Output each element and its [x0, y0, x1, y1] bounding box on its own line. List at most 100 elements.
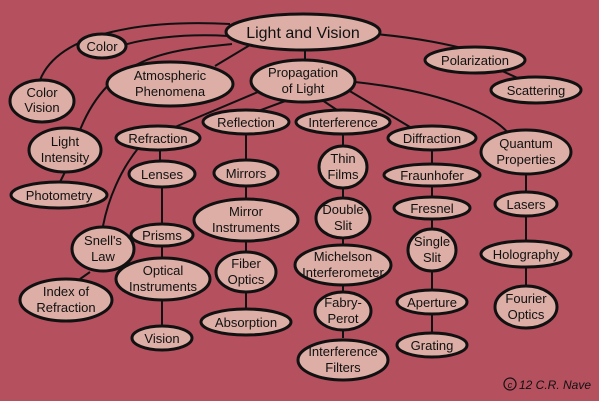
node-interference-shape: [294, 108, 392, 136]
node-michelson-interferometer: Michelson Interferometer: [293, 243, 393, 287]
node-fourier-optics: Fourier Optics: [493, 284, 559, 330]
node-fiber-optics-label-1: Fiber: [231, 256, 261, 271]
node-prisms-shape: [129, 222, 195, 248]
node-atmospheric-phenomena-label-2: Phenomena: [135, 84, 206, 99]
edge-light-intensity-photometry: [59, 171, 66, 183]
node-color-vision-shape: [8, 78, 76, 124]
node-fiber-optics-shape: [214, 250, 278, 294]
node-mirrors-label: Mirrors: [226, 166, 267, 181]
node-snells-law: Snell's Law: [70, 225, 136, 273]
node-mirrors-shape: [212, 158, 280, 188]
node-lasers-shape: [493, 190, 559, 218]
edges: [39, 22, 527, 338]
node-mirror-instruments: Mirror Instruments: [192, 197, 300, 243]
node-vision-shape: [130, 324, 194, 352]
node-propagation-of-light-shape: [249, 58, 357, 104]
node-lenses: Lenses: [127, 159, 197, 189]
node-atmospheric-phenomena-label-1: Atmospheric: [134, 68, 207, 83]
node-absorption-shape: [199, 307, 293, 337]
node-propagation-of-light-label-1: Propagation: [268, 65, 338, 80]
node-color-shape: [76, 32, 128, 60]
node-thin-films-shape: [317, 144, 369, 190]
node-interference-filters-shape: [296, 338, 390, 382]
node-interference-filters-label-1: Interference: [308, 344, 377, 359]
node-mirrors: Mirrors: [212, 158, 280, 188]
node-fresnel: Fresnel: [392, 195, 472, 221]
node-aperture-label: Aperture: [407, 295, 457, 310]
node-color-vision-label-2: Vision: [24, 100, 59, 115]
node-quantum-properties-label-2: Properties: [496, 152, 556, 167]
edge-propagation-quantum: [354, 81, 511, 136]
node-single-slit-label-1: Single: [414, 234, 450, 249]
node-optical-instruments-label-2: Instruments: [129, 279, 197, 294]
node-polarization: Polarization: [423, 45, 527, 75]
node-index-of-refraction-label-2: Refraction: [36, 300, 95, 315]
node-grating: Grating: [395, 331, 469, 359]
node-quantum-properties: Quantum Properties: [479, 128, 573, 176]
node-single-slit-shape: [406, 227, 458, 273]
node-light-intensity-label-2: Intensity: [41, 150, 90, 165]
node-index-of-refraction: Index of Refraction: [18, 277, 114, 323]
node-index-of-refraction-label-1: Index of: [43, 284, 90, 299]
node-fourier-optics-shape: [493, 284, 559, 330]
copyright-icon: [503, 377, 517, 391]
node-lenses-label: Lenses: [141, 167, 183, 182]
copyright-icon-letter: c: [508, 380, 513, 390]
edge-lv-color-vision: [39, 22, 231, 81]
node-mirror-instruments-label-1: Mirror: [229, 204, 264, 219]
node-light-and-vision-label: Light and Vision: [246, 25, 360, 42]
edge-lv-light-intensity: [79, 43, 233, 131]
copyright-notice: c 12 C.R. Nave: [503, 377, 591, 392]
node-lasers-label: Lasers: [506, 197, 546, 212]
node-interference: Interference: [294, 108, 392, 136]
node-color-vision-label-1: Color: [26, 85, 58, 100]
node-fabry-perot-shape: [313, 290, 373, 332]
node-fiber-optics-label-2: Optics: [228, 272, 265, 287]
node-snells-law-label-2: Law: [91, 249, 115, 264]
node-light-intensity-shape: [27, 126, 103, 174]
node-aperture: Aperture: [395, 288, 469, 316]
node-refraction: Refraction: [114, 124, 202, 152]
node-single-slit-label-2: Slit: [423, 250, 441, 265]
node-vision: Vision: [130, 324, 194, 352]
edge-propagation-diffraction: [347, 89, 411, 128]
node-light-and-vision-shape: [224, 12, 382, 52]
node-scattering-label: Scattering: [507, 83, 566, 98]
node-thin-films-label-2: Films: [327, 167, 359, 182]
node-quantum-properties-shape: [479, 128, 573, 176]
node-diffraction-label: Diffraction: [403, 131, 461, 146]
node-scattering-shape: [489, 75, 583, 105]
node-scattering: Scattering: [489, 75, 583, 105]
node-diffraction-shape: [386, 124, 478, 152]
node-quantum-properties-label-1: Quantum: [499, 136, 552, 151]
node-fabry-perot: Fabry- Perot: [313, 290, 373, 332]
node-propagation-of-light-label-2: of Light: [282, 81, 325, 96]
node-prisms-label: Prisms: [142, 228, 182, 243]
node-fraunhofer-label: Fraunhofer: [400, 168, 464, 183]
node-polarization-label: Polarization: [441, 53, 509, 68]
node-mirror-instruments-shape: [192, 197, 300, 243]
node-photometry-shape: [9, 180, 109, 210]
node-light-intensity-label-1: Light: [51, 134, 80, 149]
edge-lv-color: [123, 34, 229, 46]
node-fiber-optics: Fiber Optics: [214, 250, 278, 294]
node-fraunhofer-shape: [382, 162, 482, 188]
node-polarization-shape: [423, 45, 527, 75]
node-lasers: Lasers: [493, 190, 559, 218]
edge-refraction-snell: [102, 145, 141, 227]
node-color-vision: Color Vision: [8, 78, 76, 124]
node-mirror-instruments-label-2: Instruments: [212, 220, 280, 235]
node-light-and-vision: Light and Vision: [224, 12, 382, 52]
node-reflection-label: Reflection: [217, 115, 275, 130]
node-optical-instruments-label-1: Optical: [143, 263, 184, 278]
node-fresnel-shape: [392, 195, 472, 221]
node-color: Color: [76, 32, 128, 60]
node-lenses-shape: [127, 159, 197, 189]
node-fourier-optics-label-1: Fourier: [505, 291, 547, 306]
node-holography-shape: [479, 239, 573, 269]
node-reflection-shape: [201, 108, 291, 136]
node-michelson-interferometer-label-1: Michelson: [314, 249, 373, 264]
node-thin-films-label-1: Thin: [330, 151, 355, 166]
